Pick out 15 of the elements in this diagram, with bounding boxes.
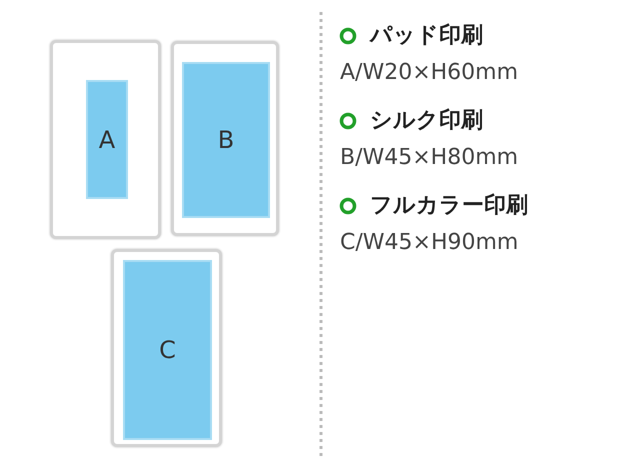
product-card (111, 249, 222, 447)
area-letter: A (98, 126, 116, 154)
size-text: C/W45×H90mm (340, 230, 518, 255)
method-heading: シルク印刷 (370, 107, 483, 135)
print-area (123, 260, 212, 440)
area-letter: B (218, 126, 234, 154)
method-heading: パッド印刷 (370, 22, 483, 50)
print-area (182, 62, 270, 218)
print-area (86, 80, 128, 199)
method-heading: フルカラー印刷 (370, 192, 528, 220)
size-text: B/W45×H80mm (340, 145, 518, 170)
size-text: A/W20×H60mm (340, 60, 518, 85)
product-card (50, 40, 161, 239)
product-card (171, 41, 279, 236)
area-letter: C (159, 336, 176, 364)
